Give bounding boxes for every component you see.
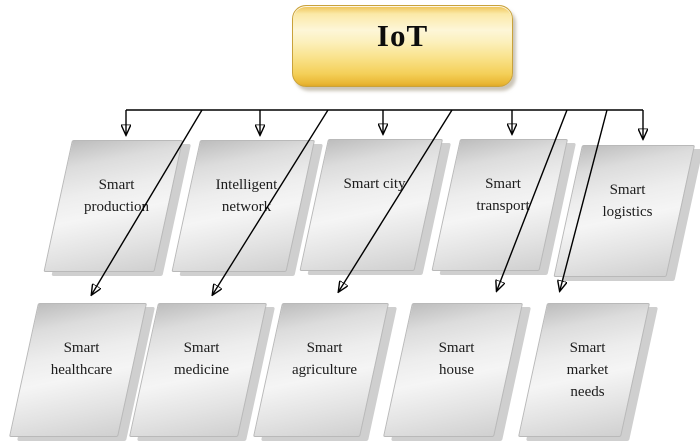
root-node-label: IoT (376, 18, 429, 53)
node-smart-house: Smart house (383, 303, 531, 441)
node-label: Smart logistics (602, 182, 653, 220)
node-label: Smart agriculture (292, 340, 357, 378)
node-label: Smart production (84, 177, 149, 215)
node-label: Smart city (343, 176, 406, 192)
node-smart-transport: Smart transport (431, 139, 576, 275)
node-label: Smart healthcare (50, 340, 113, 378)
node-smart-logistics: Smart logistics (553, 145, 700, 281)
root-node-iot: IoT (292, 5, 513, 87)
node-label: Smart transport (476, 176, 530, 214)
node-smart-market-needs: Smart market needs (518, 303, 658, 441)
node-smart-agriculture: Smart agriculture (253, 303, 397, 441)
node-smart-healthcare: Smart healthcare (9, 303, 156, 441)
node-smart-medicine: Smart medicine (129, 303, 275, 441)
node-label: Smart medicine (174, 340, 229, 378)
node-label: Smart house (438, 340, 475, 378)
node-label: Intelligent network (215, 177, 278, 215)
node-smart-city: Smart city (299, 139, 451, 275)
node-intelligent-network: Intelligent network (171, 140, 323, 276)
node-label: Smart market needs (566, 340, 609, 400)
node-smart-production: Smart production (43, 140, 192, 276)
